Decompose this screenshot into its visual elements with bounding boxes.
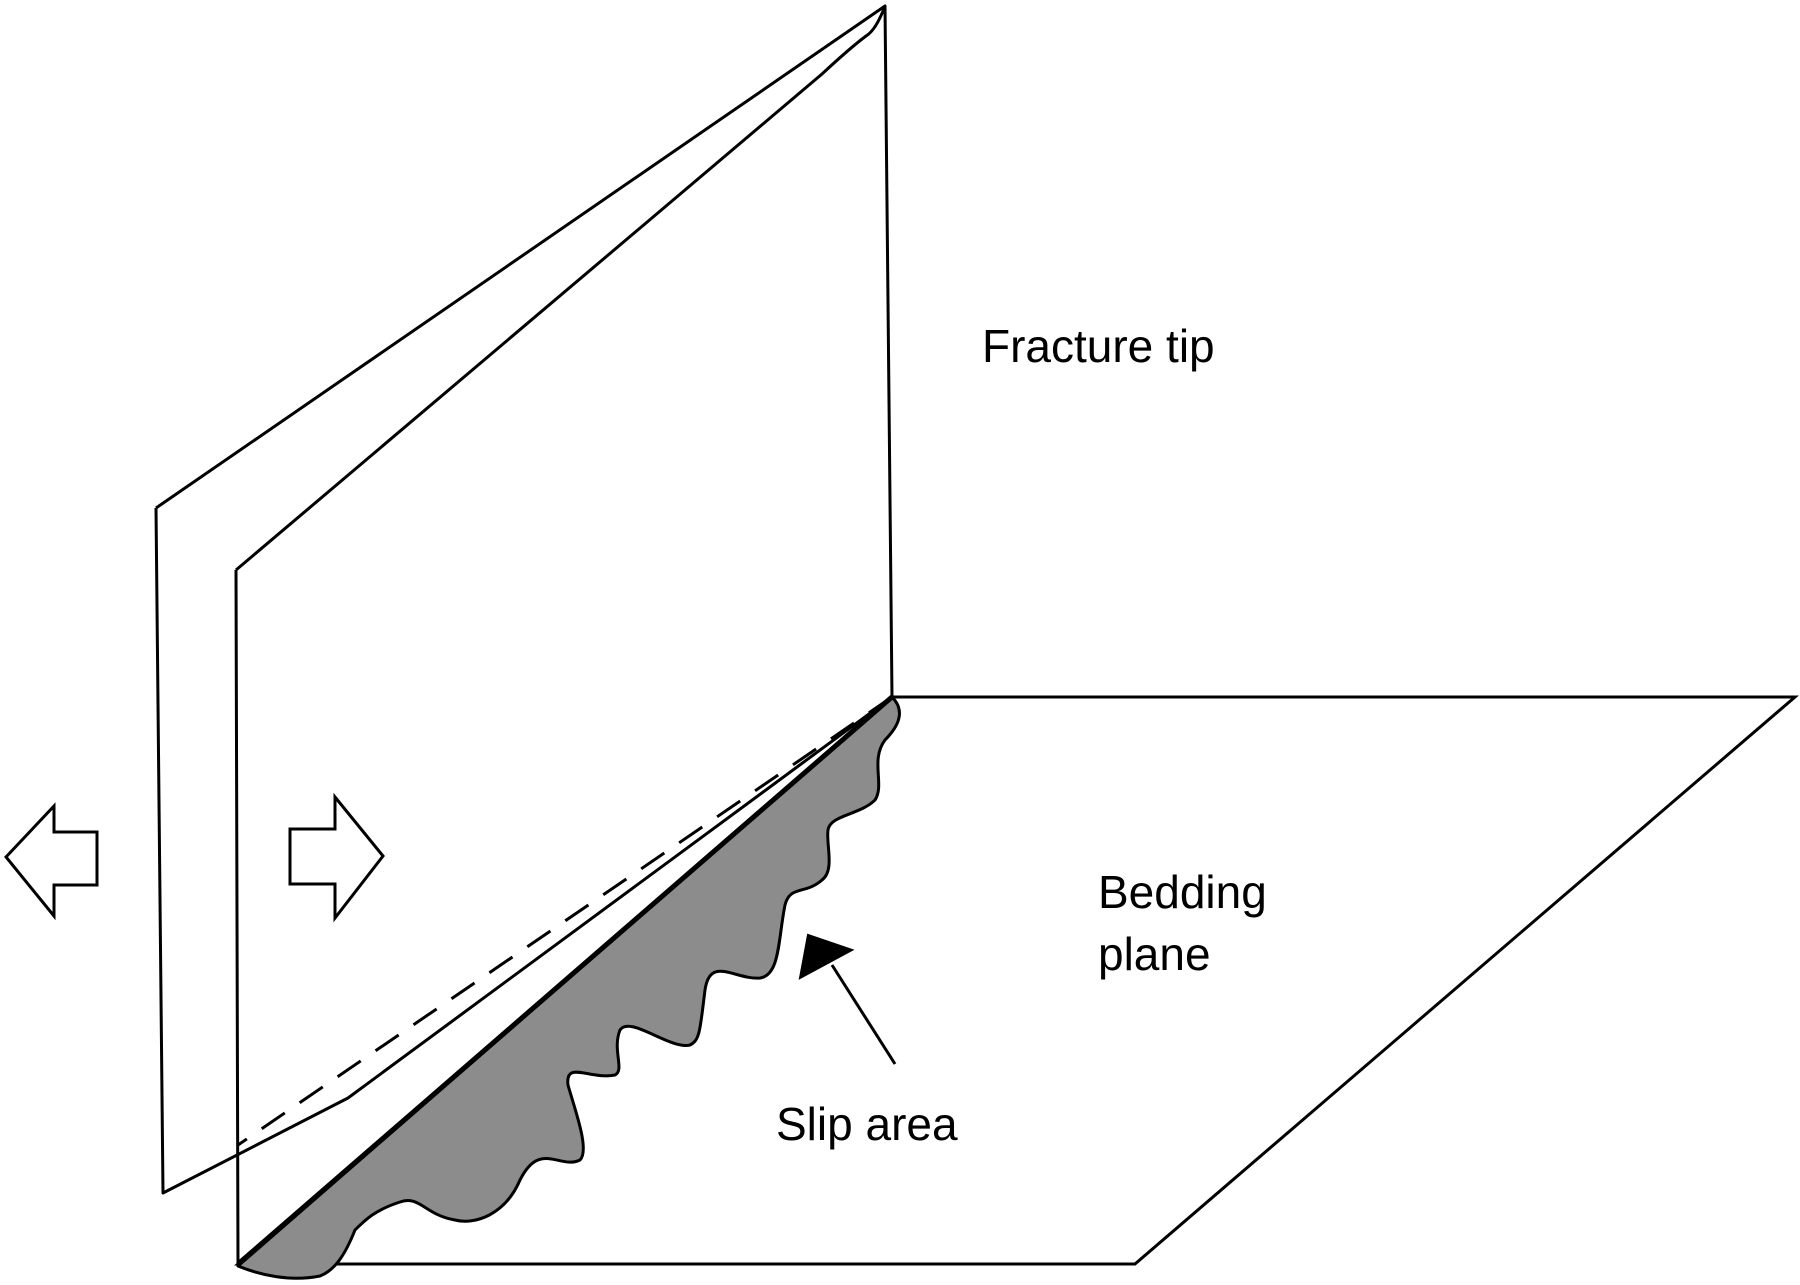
slip-area-region bbox=[236, 695, 901, 1280]
fracture-wall-front bbox=[234, 5, 887, 1265]
slip-area-pointer-line bbox=[830, 964, 897, 1065]
slip-area-label: Slip area bbox=[776, 1098, 958, 1150]
fracture-tip-label: Fracture tip bbox=[982, 320, 1215, 372]
slip-area-pointer-head bbox=[798, 933, 855, 980]
fracture-base-dashed-line bbox=[237, 695, 893, 1147]
fracture-wall-back bbox=[154, 4, 894, 1195]
arrow-left-icon bbox=[4, 802, 99, 921]
fracture-intersection-line bbox=[236, 695, 894, 1266]
bedding-plane-label-line1: Bedding bbox=[1098, 866, 1267, 918]
arrow-right-icon bbox=[288, 792, 385, 923]
bedding-plane-label-line2: plane bbox=[1098, 928, 1211, 980]
